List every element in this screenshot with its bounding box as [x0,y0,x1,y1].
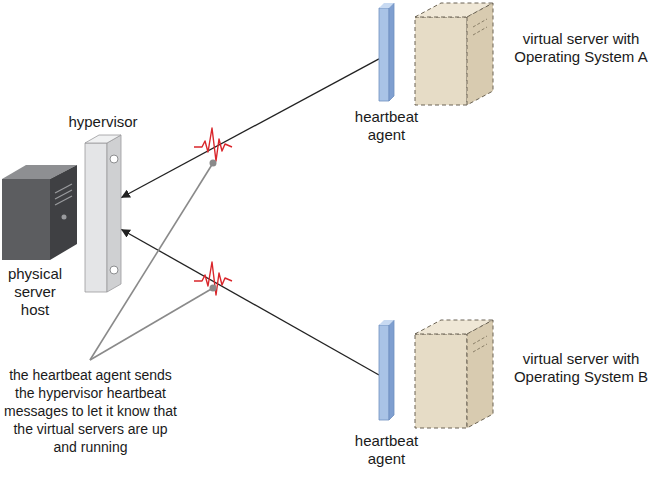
leader-dot [210,160,217,167]
heartbeat-arrow [121,59,379,198]
hypervisor-knob [110,266,118,274]
node-label: heartbeat agent [347,432,427,468]
label-holder: virtual server with Operating System A [500,30,662,66]
power-button [62,215,67,220]
heartbeat-agent: heartbeat agent [379,3,394,101]
agent-front [379,325,389,420]
hypervisor-top [85,135,121,143]
pulse-wave [194,262,232,295]
physical-server-shape [2,165,77,260]
heartbeat-pulse [194,262,232,295]
heartbeat-pulse [194,128,232,167]
pulse-wave [194,128,232,161]
drive-slot [473,27,487,35]
node-label: virtual server with Operating System B [500,350,662,386]
hypervisor-side [107,135,121,292]
server-side [467,320,493,428]
heartbeat-arrow [121,229,379,375]
leader-line [90,288,213,360]
server-side [467,3,493,105]
callout-note: the heartbeat agent sends the hypervisor… [3,366,178,456]
virtual-server: virtual server with Operating System B [415,320,493,428]
heartbeat-agent-shape [379,320,394,420]
agent-top [379,3,394,8]
node-label: heartbeat agent [347,108,427,144]
hypervisor-front [85,143,107,292]
label-holder: hypervisor [58,113,148,131]
agent-top [379,320,394,325]
heartbeat-agent: heartbeat agent [379,320,394,420]
heartbeat-agent-shape [379,3,394,101]
agent-front [379,8,389,101]
physical-server: physical server host [2,165,77,260]
label-holder: heartbeat agent [347,108,427,144]
label-holder: physical server host [1,265,69,319]
agent-side [389,3,394,101]
host-front [2,179,50,260]
drive-slot [473,19,487,27]
leader-dot [210,285,217,292]
label-holder: heartbeat agent [347,432,427,468]
label-holder: virtual server with Operating System B [500,350,662,386]
host-side [50,165,77,260]
virtual-server-shape [415,3,493,105]
drive-slot [55,196,72,205]
callout-text: the heartbeat agent sends the hypervisor… [3,366,178,456]
server-front [415,334,467,428]
drive-slot [473,344,487,352]
hypervisor-box: hypervisor [85,135,121,292]
virtual-server: virtual server with Operating System A [415,3,493,105]
drive-slot [473,336,487,344]
virtual-server-shape [415,320,493,428]
node-label: hypervisor [58,113,148,131]
hypervisor-knob [110,155,118,163]
node-label: virtual server with Operating System A [500,30,662,66]
hypervisor-box-shape [85,135,121,292]
server-front [415,17,467,105]
node-label: physical server host [1,265,69,319]
agent-side [389,320,394,420]
